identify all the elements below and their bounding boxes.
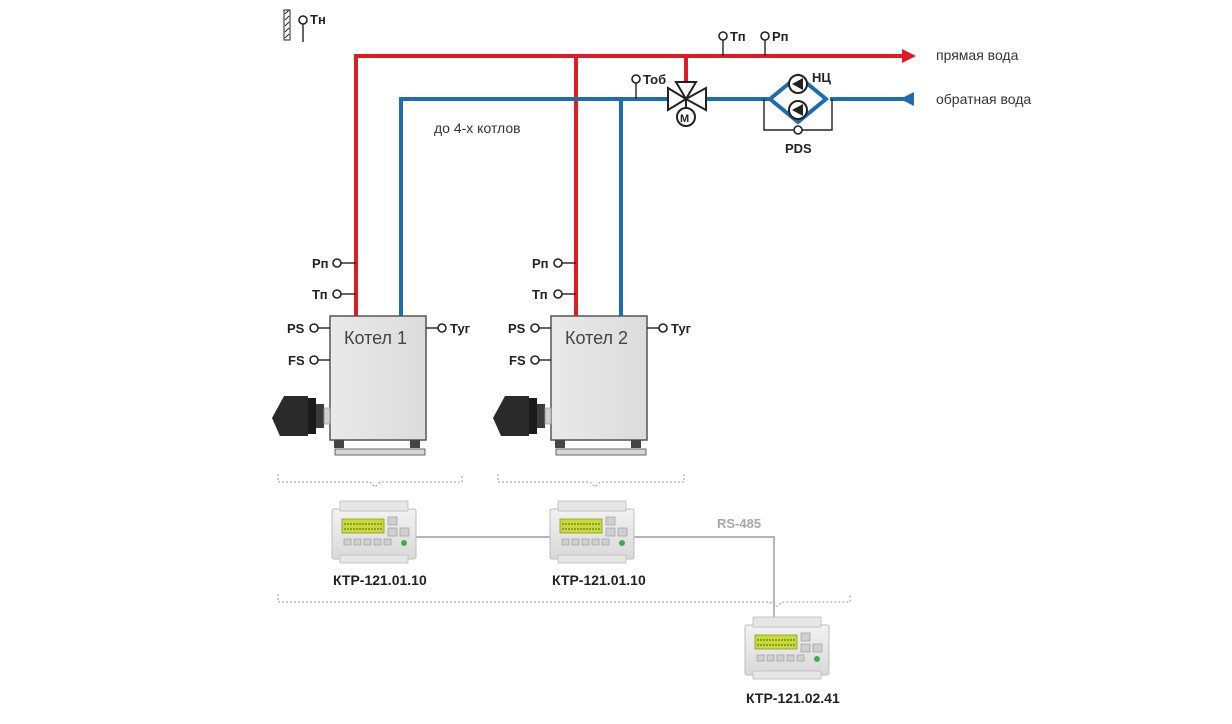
burner-2-icon (492, 395, 552, 437)
up-to-boilers-label: до 4-х котлов (434, 120, 521, 136)
boiler-1-fs-label: FS (288, 353, 305, 368)
boiler-1-flue-label: Туг (450, 321, 471, 336)
pump-group-label: НЦ (812, 70, 831, 85)
return-arrow (900, 92, 914, 106)
pump-icon (788, 100, 808, 120)
boiler-2: Котел 2 (492, 315, 648, 456)
boiler-2-pressure-label: Рп (532, 256, 549, 271)
boiler-1-fs-sensor: FS (288, 353, 330, 368)
burner-1-icon (271, 395, 331, 437)
boiler-2-temp-sensor: Тп (532, 287, 576, 302)
rs485-label: RS-485 (717, 516, 761, 531)
controller-2-device (549, 500, 635, 564)
system-bracket (277, 594, 851, 608)
supply-temp-label: Тп (730, 29, 746, 44)
boiler-1-ps-label: PS (287, 321, 305, 336)
boiler-1-flue-sensor: Туг (426, 321, 471, 336)
valve-motor-label: М (680, 113, 689, 125)
boiler-1-pressure-sensor: Рп (312, 256, 356, 271)
supply-pipe-main (354, 54, 902, 316)
boiler-1: Котел 1 (271, 315, 427, 456)
boiler-2-ps-label: PS (508, 321, 526, 336)
pump-icon (788, 74, 808, 94)
boiler-2-bracket (497, 474, 685, 488)
supply-water-label: прямая вода (936, 47, 1019, 63)
controller-1-label: КТР-121.01.10 (333, 572, 427, 588)
pds-label: PDS (785, 141, 812, 156)
supply-pressure-sensor: Рп (760, 29, 789, 56)
outdoor-temp-sensor: Тн (283, 9, 326, 42)
supply-temp-sensor: Тп (718, 29, 746, 56)
boiler-2-pressure-sensor: Рп (532, 256, 576, 271)
return-temp-sensor: Тоб (631, 72, 666, 99)
return-temp-label: Тоб (643, 72, 666, 87)
boiler-1-ps-sensor: PS (287, 321, 330, 336)
boiler-1-temp-label: Тп (312, 287, 328, 302)
master-controller-device (744, 616, 830, 680)
boiler-1-name: Котел 1 (344, 328, 407, 348)
boiler-2-name: Котел 2 (565, 328, 628, 348)
controller-2-label: КТР-121.01.10 (552, 572, 646, 588)
boiler-2-fs-label: FS (509, 353, 526, 368)
rs485-bus (416, 536, 775, 622)
return-water-label: обратная вода (936, 91, 1031, 107)
master-controller-label: КТР-121.02.41 (746, 690, 840, 706)
supply-pressure-label: Рп (772, 29, 789, 44)
boiler-2-fs-sensor: FS (509, 353, 551, 368)
controller-1-device (331, 500, 417, 564)
return-pipe-boiler1 (399, 97, 668, 316)
boiler-1-bracket (277, 474, 463, 488)
outdoor-temp-label: Тн (310, 12, 326, 27)
boiler-2-ps-sensor: PS (508, 321, 551, 336)
boiler-2-flue-sensor: Туг (647, 321, 692, 336)
boiler-2-temp-label: Тп (532, 287, 548, 302)
pds-sensor (793, 125, 803, 135)
boiler-1-pressure-label: Рп (312, 256, 329, 271)
boiler-2-flue-label: Туг (671, 321, 692, 336)
three-way-valve-icon: М (667, 81, 707, 127)
boiler-1-temp-sensor: Тп (312, 287, 356, 302)
supply-arrow (902, 49, 916, 63)
